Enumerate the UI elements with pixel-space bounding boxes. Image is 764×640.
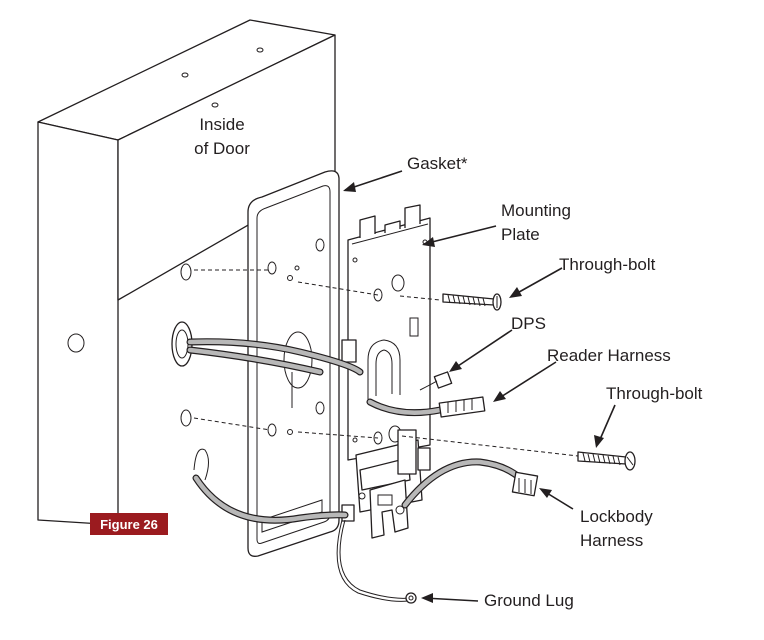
inside-of-door-label-line1: Inside: [199, 115, 244, 134]
parts: [405, 371, 539, 604]
through-bolt-bottom: [577, 451, 636, 471]
dps-connector: [433, 371, 453, 389]
dps-label: DPS: [511, 314, 546, 333]
ground-lug-label: Ground Lug: [484, 591, 574, 610]
leader-arrows: [343, 170, 616, 603]
lockbody-harness-label-line1: Lockbody: [580, 507, 653, 526]
through-bolt-top: [442, 293, 502, 311]
door-edge-hole: [67, 333, 85, 353]
figure-badge: Figure 26: [90, 513, 168, 535]
figure-label: Figure 26: [100, 517, 158, 532]
door-edge-face: [37, 121, 119, 526]
cables: [186, 338, 524, 602]
figure-badge-background: [90, 513, 168, 535]
mounting-plate-label-line2: Plate: [501, 225, 540, 244]
lockbody-mechanism: [355, 429, 431, 539]
gasket-label: Gasket*: [407, 154, 468, 173]
through-bolt-top-label: Through-bolt: [559, 255, 656, 274]
ground-lug-ring: [405, 592, 417, 604]
through-bolt-bottom-label: Through-bolt: [606, 384, 703, 403]
inside-of-door-label-line2: of Door: [194, 139, 250, 158]
lockbody-harness-label-line2: Harness: [580, 531, 643, 550]
reader-harness-connector: [438, 396, 486, 418]
mounting-plate-label-line1: Mounting: [501, 201, 571, 220]
mounting-plate-outline: [347, 217, 431, 461]
door: [37, 19, 336, 526]
alignment-lines: [193, 269, 579, 457]
reader-harness-label: Reader Harness: [547, 346, 671, 365]
